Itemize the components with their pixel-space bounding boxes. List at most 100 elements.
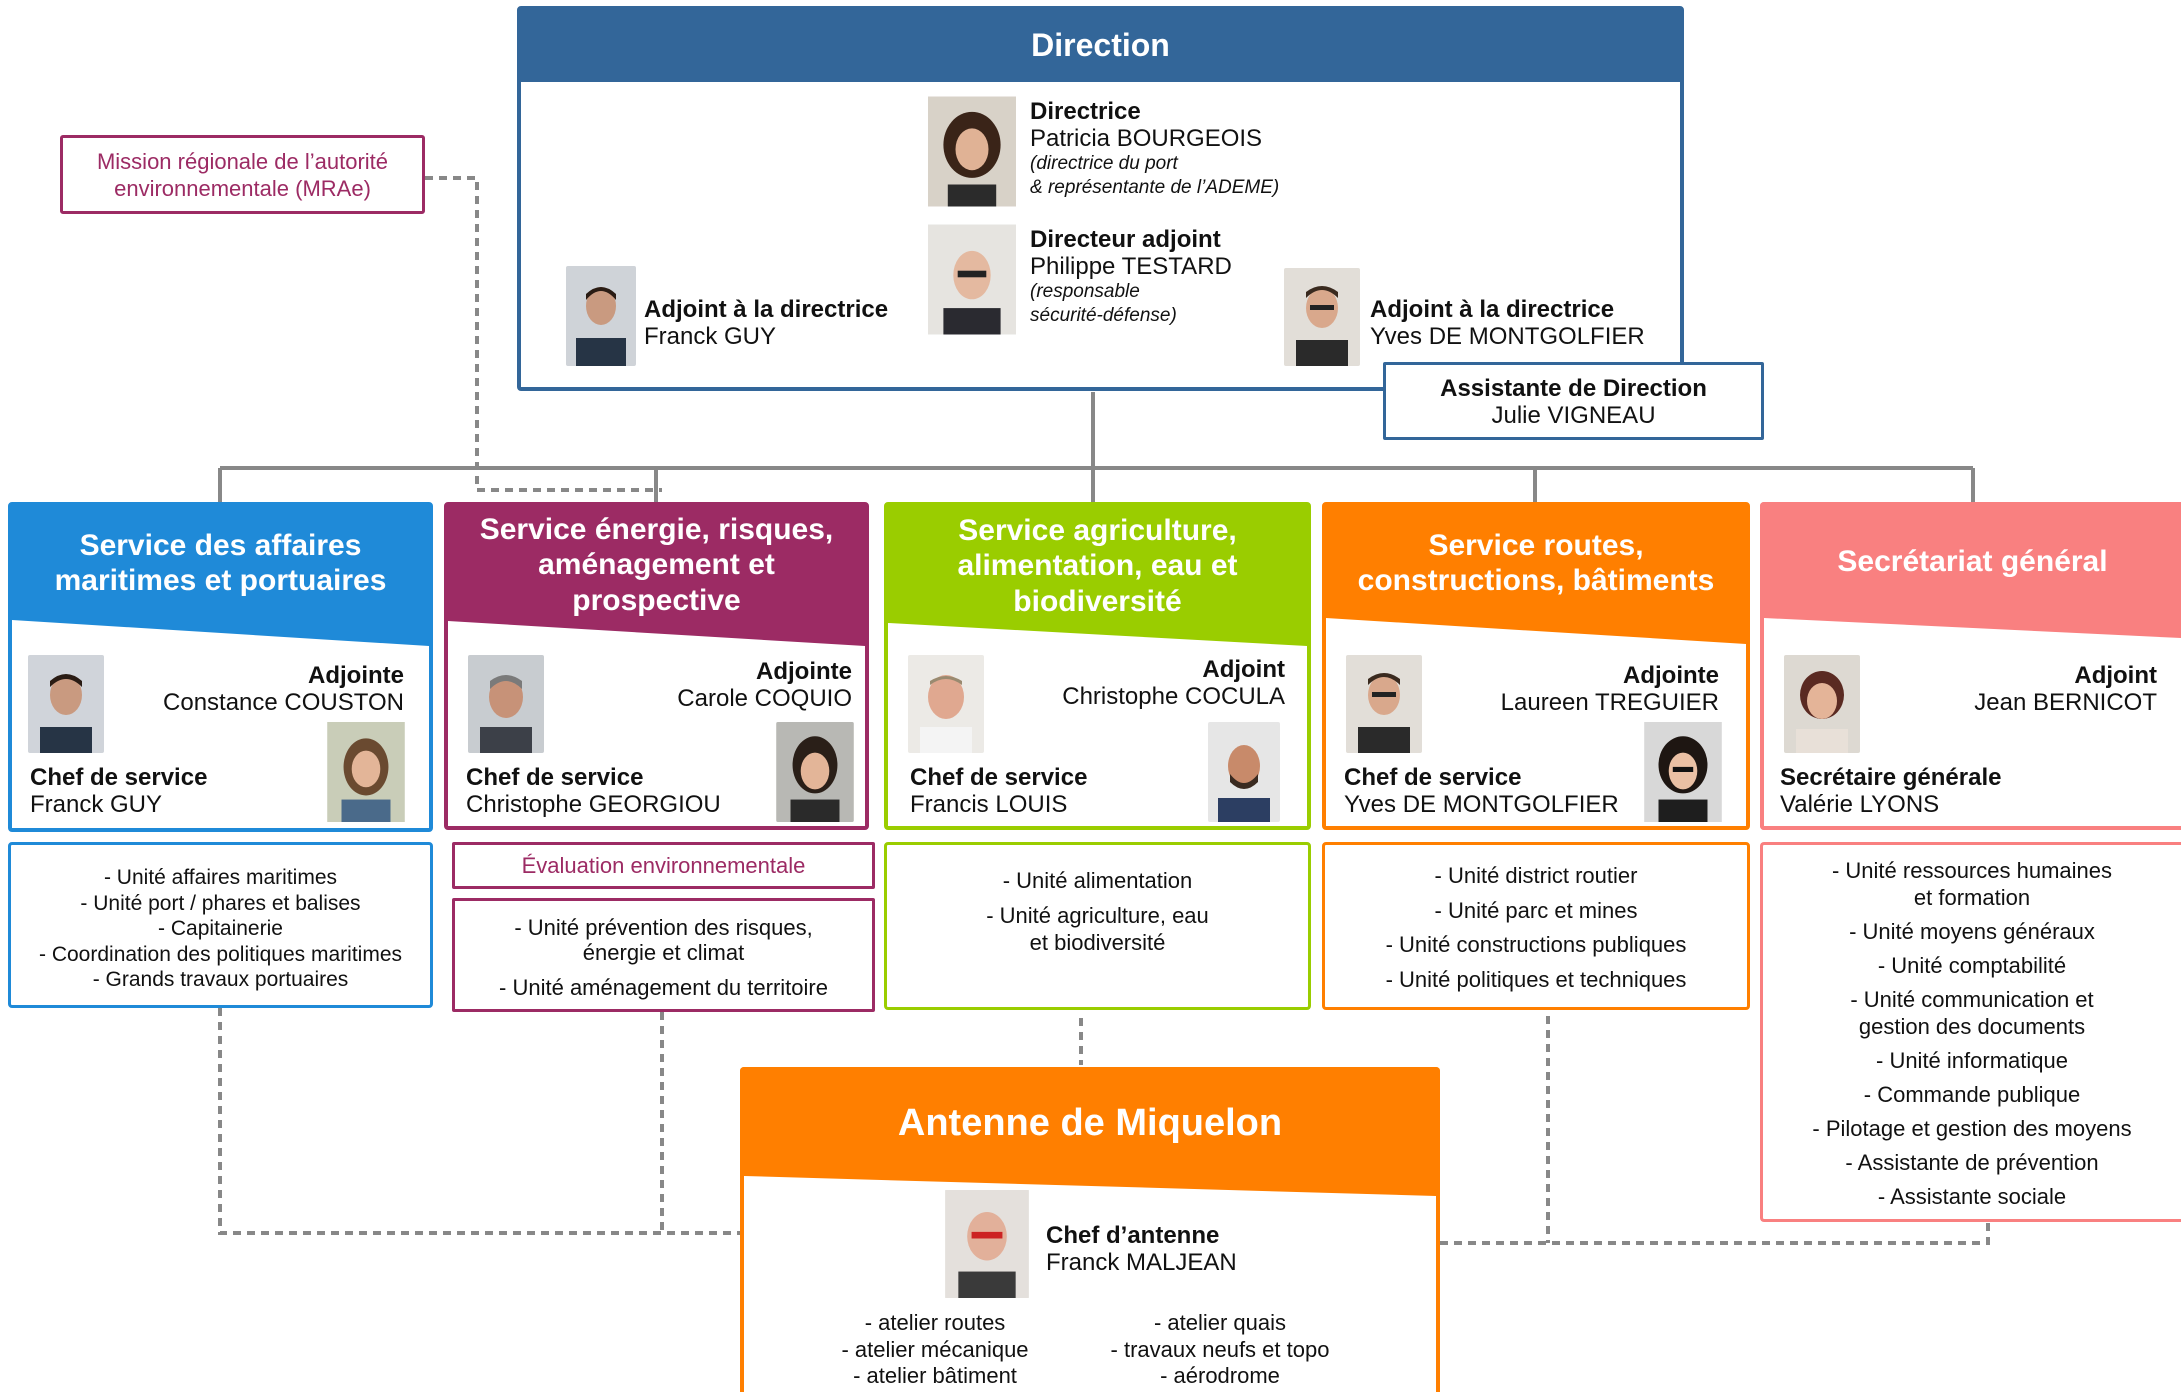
- service-agriculture-chef-photo: [908, 655, 984, 753]
- atelier-item: - atelier routes: [864, 1310, 1006, 1335]
- service-maritime-header-bg: [12, 506, 429, 646]
- service-energie-adjoint-role: Adjointe: [756, 658, 852, 685]
- unit-item: - Assistante sociale: [1877, 1184, 2067, 1209]
- secretariat-general-header-bg: [1764, 506, 2181, 638]
- directeur-adjoint-info: Directeur adjoint Philippe TESTARD (resp…: [1030, 226, 1232, 328]
- unit-item: - Unité communication et gestion des doc…: [1850, 987, 2094, 1039]
- antenne-title: Antenne de Miquelon: [897, 1101, 1283, 1144]
- secretariat-general-adjoint: Adjoint Jean BERNICOT: [1974, 662, 2157, 716]
- mrae-box: Mission régionale de l’autorité environn…: [60, 135, 425, 214]
- adjoint-right-role: Adjoint à la directrice: [1370, 296, 1615, 323]
- service-maritime-adjoint-role: Adjointe: [308, 662, 404, 689]
- service-maritime-chef-role: Chef de service: [30, 764, 208, 791]
- assistante-role: Assistante de Direction: [1440, 375, 1707, 402]
- unit-item: - Grands travaux portuaires: [92, 968, 349, 991]
- unit-item: - Capitainerie: [158, 917, 283, 940]
- service-maritime-chef: Chef de service Franck GUY: [30, 764, 207, 818]
- secretariat-general-adjoint-name: Jean BERNICOT: [1974, 689, 2157, 716]
- service-energie-adjoint-name: Carole COQUIO: [677, 685, 852, 712]
- service-routes-units-box: - Unité district routier - Unité parc et…: [1322, 842, 1750, 1010]
- directrice-note: (directrice du port & représentante de l…: [1030, 153, 1280, 198]
- service-routes-adjoint-role: Adjointe: [1623, 662, 1719, 689]
- unit-item: - Unité comptabilité: [1877, 953, 2067, 978]
- antenne-box: Antenne de Miquelon: [740, 1067, 1440, 1392]
- atelier-item: - atelier quais: [1153, 1310, 1287, 1335]
- secretariat-general-chef-photo: [1784, 655, 1860, 753]
- direction-header: Direction: [521, 10, 1680, 82]
- service-maritime-units-box: - Unité affaires maritimes - Unité port …: [8, 842, 433, 1008]
- unit-item: - Unité informatique: [1876, 1048, 2068, 1073]
- service-energie-box: Service énergie, risques, aménagement et…: [444, 502, 869, 830]
- service-agriculture-chef: Chef de service Francis LOUIS: [910, 764, 1087, 818]
- antenne-ateliers-left: - atelier routes - atelier mécanique - a…: [800, 1310, 1070, 1390]
- directrice-photo: [928, 94, 1016, 209]
- directrice-name: Patricia BOURGEOIS: [1030, 125, 1263, 152]
- service-agriculture-units-box: - Unité alimentation - Unité agriculture…: [884, 842, 1311, 1010]
- service-energie-chef-role: Chef de service: [466, 764, 644, 791]
- directrice-role: Directrice: [1030, 98, 1141, 125]
- service-maritime-adjoint-name: Constance COUSTON: [163, 689, 404, 716]
- unit-item: - Unité ressources humaines et formation: [1831, 858, 2112, 910]
- secretariat-general-title: Secrétariat général: [1837, 545, 2108, 579]
- service-agriculture-chef-name: Francis LOUIS: [910, 791, 1068, 818]
- atelier-item: - atelier bâtiment: [853, 1363, 1017, 1388]
- service-routes-chef-role: Chef de service: [1344, 764, 1522, 791]
- mrae-label: Mission régionale de l’autorité environn…: [96, 148, 389, 201]
- service-energie-adjoint: Adjointe Carole COQUIO: [677, 658, 852, 712]
- atelier-item: - aérodrome: [1160, 1363, 1280, 1388]
- service-agriculture-title: Service agriculture, alimentation, eau e…: [957, 514, 1238, 618]
- atelier-item: - travaux neufs et topo: [1110, 1336, 1330, 1362]
- direction-box: Direction: [517, 6, 1684, 391]
- unit-item: - Coordination des politiques maritimes: [39, 942, 402, 966]
- unit-item: - Unité politiques et techniques: [1385, 966, 1687, 992]
- service-agriculture-adjoint-photo: [1208, 722, 1280, 822]
- antenne-chef: Chef d’antenne Franck MALJEAN: [1046, 1222, 1237, 1276]
- assistante-box: Assistante de Direction Julie VIGNEAU: [1383, 362, 1764, 440]
- service-energie-chef: Chef de service Christophe GEORGIOU: [466, 764, 721, 818]
- service-energie-units: - Unité prévention des risques, énergie …: [455, 915, 872, 1000]
- service-routes-chef-name: Yves DE MONTGOLFIER: [1344, 791, 1619, 818]
- directeur-adjoint-photo: [928, 222, 1016, 337]
- service-agriculture-chef-role: Chef de service: [910, 764, 1088, 791]
- secretariat-general-chef-name: Valérie LYONS: [1780, 791, 1940, 818]
- unit-item: - Pilotage et gestion des moyens: [1812, 1116, 2132, 1141]
- adjoint-right-name: Yves DE MONTGOLFIER: [1370, 323, 1645, 350]
- service-routes-adjoint-photo: [1642, 722, 1724, 822]
- adjoint-left-name: Franck GUY: [644, 323, 777, 350]
- evaluation-environnementale-label: Évaluation environnementale: [521, 852, 806, 878]
- service-routes-units: - Unité district routier - Unité parc et…: [1325, 859, 1747, 997]
- unit-item: - Unité parc et mines: [1434, 897, 1638, 923]
- adjoint-left-info: Adjoint à la directrice Franck GUY: [644, 296, 888, 350]
- unit-item: - Unité constructions publiques: [1385, 932, 1687, 957]
- service-routes-chef-photo: [1346, 655, 1422, 753]
- adjoint-right-info: Adjoint à la directrice Yves DE MONTGOLF…: [1370, 296, 1645, 350]
- service-maritime-adjoint-photo: [325, 722, 407, 822]
- service-energie-chef-name: Christophe GEORGIOU: [466, 791, 721, 818]
- direction-title: Direction: [1031, 27, 1170, 64]
- adjoint-left-role: Adjoint à la directrice: [644, 296, 889, 323]
- service-routes-adjoint-name: Laureen TREGUIER: [1500, 689, 1719, 716]
- secretariat-general-units: - Unité ressources humaines et formation…: [1763, 857, 2181, 1210]
- service-agriculture-header-bg: [888, 506, 1307, 646]
- service-maritime-chef-photo: [28, 655, 104, 753]
- directrice-info: Directrice Patricia BOURGEOIS (directric…: [1030, 98, 1279, 200]
- unit-item: - Assistante de prévention: [1845, 1150, 2099, 1175]
- directeur-adjoint-role: Directeur adjoint: [1030, 226, 1221, 253]
- secretariat-general-chef-role: Secrétaire générale: [1780, 764, 2002, 791]
- service-maritime-chef-name: Franck GUY: [30, 791, 163, 818]
- secretariat-general-chef: Secrétaire générale Valérie LYONS: [1780, 764, 2001, 818]
- antenne-chef-role: Chef d’antenne: [1046, 1222, 1220, 1249]
- service-agriculture-units: - Unité alimentation - Unité agriculture…: [887, 867, 1308, 956]
- adjoint-right-photo: [1284, 268, 1360, 366]
- antenne-chef-photo: [944, 1190, 1030, 1298]
- unit-item: - Unité port / phares et balises: [80, 891, 361, 915]
- service-routes-chef: Chef de service Yves DE MONTGOLFIER: [1344, 764, 1619, 818]
- service-energie-units-box: - Unité prévention des risques, énergie …: [452, 898, 875, 1012]
- service-routes-header-bg: [1326, 506, 1746, 644]
- unit-item: - Commande publique: [1863, 1082, 2081, 1107]
- antenne-header-bg: [744, 1071, 1436, 1196]
- unit-item: - Unité moyens généraux: [1849, 919, 2095, 944]
- unit-item: - Unité aménagement du territoire: [499, 975, 828, 1000]
- secretariat-general-units-box: - Unité ressources humaines et formation…: [1760, 842, 2181, 1222]
